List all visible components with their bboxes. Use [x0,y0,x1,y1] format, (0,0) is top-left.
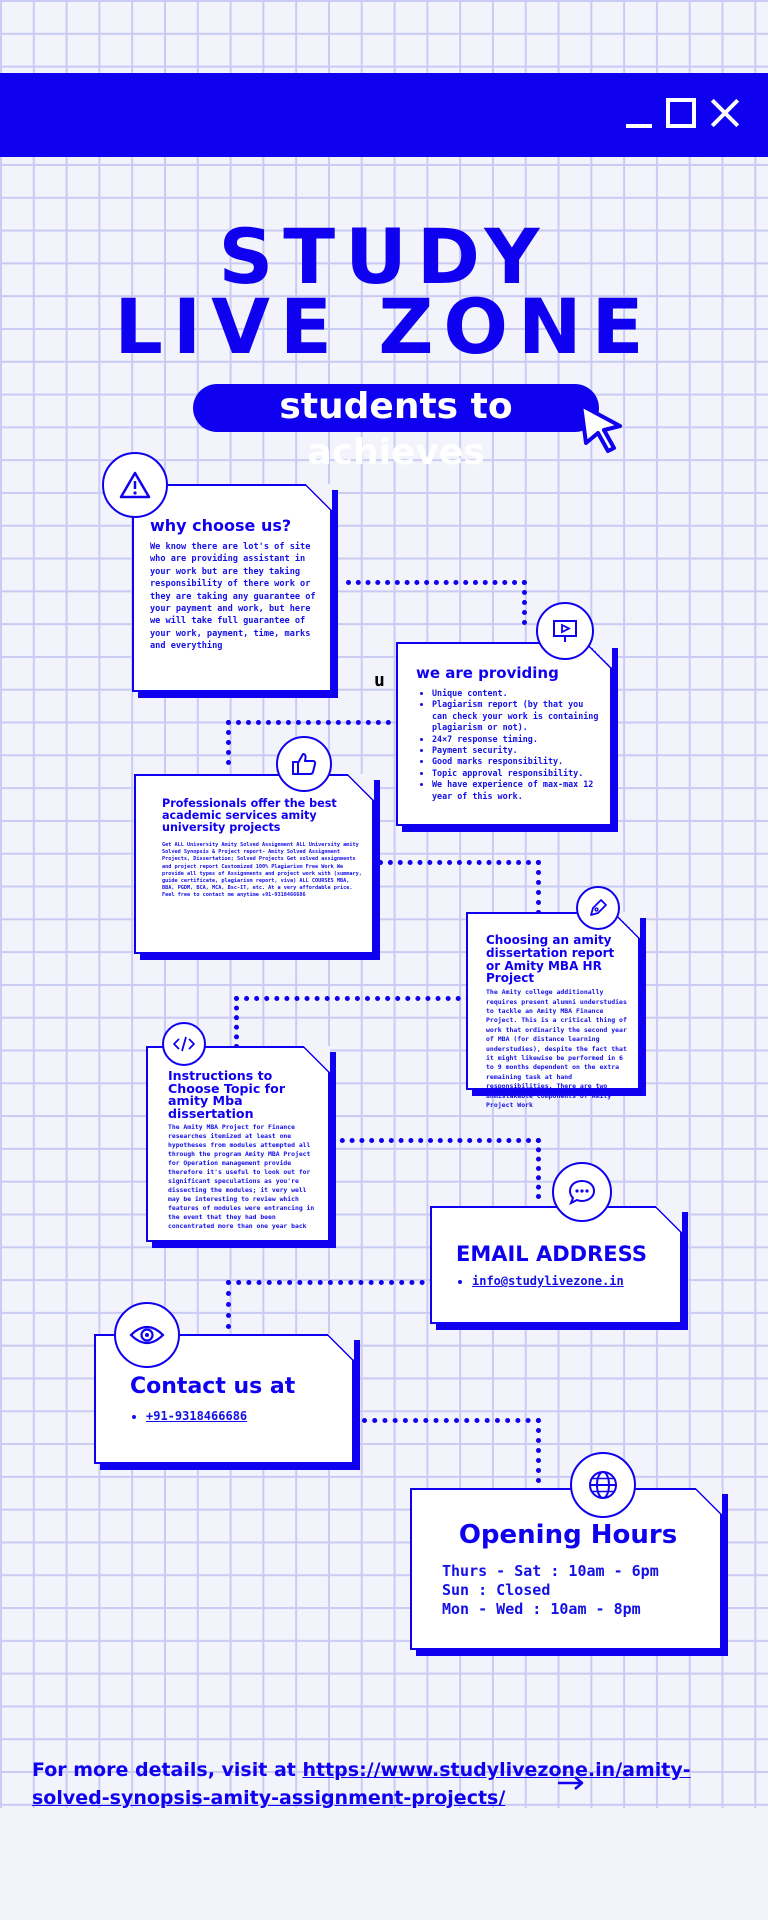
stray-letter: u [374,670,385,691]
hours-line: Sun : Closed [442,1581,551,1599]
instructions-body: The Amity MBA Project for Finance resear… [168,1123,315,1231]
window-title-bar [0,73,768,157]
connector [346,580,527,625]
pen-icon [590,899,607,916]
page-title-line2: LIVE ZONE [114,282,654,371]
list-item: Payment security. [432,745,602,756]
presentation-icon [553,620,577,642]
warning-icon [119,471,151,499]
email-card: EMAIL ADDRESS info@studylivezone.in [430,1206,682,1324]
list-item: 24×7 response timing. [432,734,602,745]
list-item: Unique content. [432,688,602,699]
contact-heading: Contact us at [130,1374,296,1399]
connector [226,720,401,765]
footer-prefix: For more details, visit at [32,1759,303,1781]
professionals-heading: Professionals offer the best academic se… [162,797,337,834]
warning-icon-badge [102,452,168,518]
pen-icon-badge [576,886,620,930]
connector [362,1418,541,1493]
page-title-line1: STUDY [218,212,550,301]
instructions-card: Instructions to Choose Topic for amity M… [146,1046,330,1242]
maximize-icon[interactable] [666,98,696,128]
thumbs-up-icon [292,753,317,775]
arrow-right-icon[interactable] [556,1774,586,1792]
list-item: Topic approval responsibility. [432,768,602,779]
chat-icon [568,1179,596,1206]
minimize-icon[interactable] [626,124,652,128]
choosing-card: Choosing an amity dissertation report or… [466,912,640,1109]
cursor-icon [579,403,622,453]
email-link[interactable]: info@studylivezone.in [472,1274,674,1288]
list-item: Plagiarism report (by that you can check… [432,699,602,733]
tagline-pill: students to achieves [193,384,599,473]
choosing-body: The Amity college additionally requires … [486,988,627,1110]
connector [330,1138,541,1199]
code-icon [173,1036,195,1052]
eye-icon [129,1325,165,1345]
thumbs-up-icon-badge [276,736,332,792]
connector [226,1280,435,1329]
presentation-icon-badge [536,602,594,660]
providing-list: Unique content. Plagiarism report (by th… [416,688,602,802]
why-choose-us-card: why choose us? We know there are lot's o… [132,484,332,692]
chat-icon-badge [552,1162,612,1222]
professionals-body: Get ALL University Amity Solved Assignme… [162,842,362,899]
list-item: We have experience of max-max 12 year of… [432,779,602,802]
eye-icon-badge [114,1302,180,1368]
opening-hours-card: Opening Hours Thurs - Sat : 10am - 6pm S… [410,1488,722,1650]
globe-icon [589,1471,617,1499]
phone-link[interactable]: +91-9318466686 [146,1409,346,1423]
connector [378,860,541,915]
list-item: Good marks responsibility. [432,756,602,767]
footer-text: For more details, visit at https://www.s… [32,1756,712,1812]
instructions-heading: Instructions to Choose Topic for amity M… [168,1068,286,1121]
providing-heading: we are providing [416,664,559,682]
close-icon[interactable] [710,98,740,128]
providing-card: we are providing Unique content. Plagiar… [396,642,612,826]
code-icon-badge [162,1022,206,1066]
hours-heading: Opening Hours [458,1520,678,1550]
why-body: We know there are lot's of site who are … [150,542,316,652]
hours-line: Thurs - Sat : 10am - 6pm [442,1562,659,1580]
email-heading: EMAIL ADDRESS [456,1242,647,1266]
hours-line: Mon - Wed : 10am - 8pm [442,1600,641,1618]
footer-link[interactable]: https://www.studylivezone.in/amity-solve… [32,1759,691,1809]
choosing-heading: Choosing an amity dissertation report or… [486,933,615,986]
connector [234,996,471,1049]
professionals-card: Professionals offer the best academic se… [134,774,374,954]
why-heading: why choose us? [150,516,292,535]
globe-icon-badge [570,1452,636,1518]
